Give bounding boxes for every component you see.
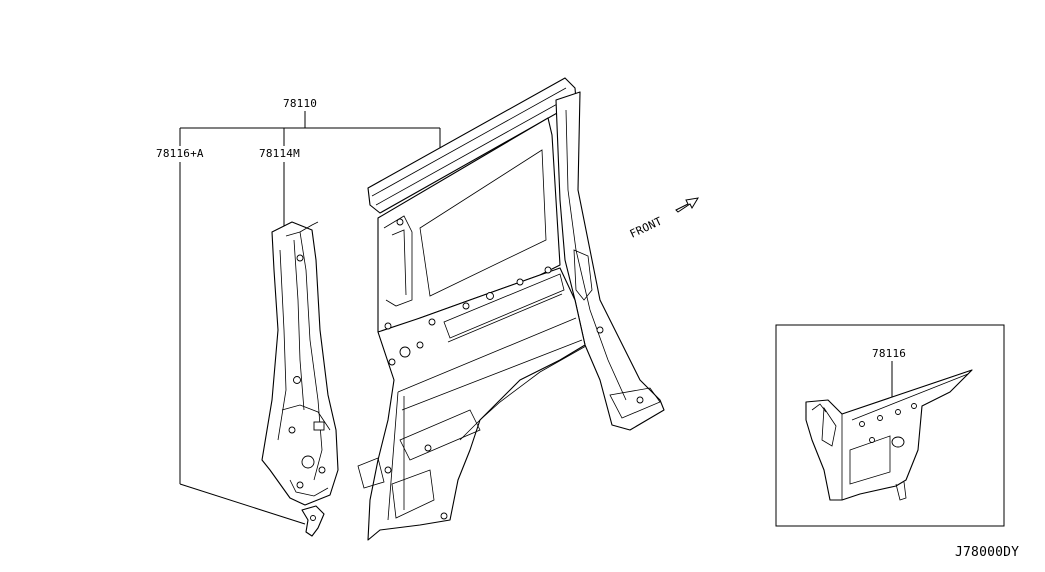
front-indicator: FRONT bbox=[628, 197, 699, 241]
callout-78110[interactable]: 78110 bbox=[283, 97, 317, 110]
diagram-id: J78000DY bbox=[955, 545, 1019, 560]
body-side-panel[interactable] bbox=[357, 77, 665, 541]
callout-78116[interactable]: 78116 bbox=[872, 347, 906, 360]
bracket-part[interactable] bbox=[301, 505, 325, 537]
callout-78114m[interactable]: 78114M bbox=[259, 147, 300, 160]
leader-lines bbox=[179, 111, 441, 525]
front-label: FRONT bbox=[628, 214, 665, 240]
pillar-reinforcement-part[interactable] bbox=[261, 221, 339, 506]
inset-box: 78116 bbox=[775, 324, 1005, 527]
inset-frame bbox=[775, 324, 1005, 527]
inset-panel-part[interactable] bbox=[805, 369, 973, 501]
front-arrow-icon bbox=[675, 197, 699, 213]
callout-78116-a[interactable]: 78116+A bbox=[156, 147, 204, 160]
